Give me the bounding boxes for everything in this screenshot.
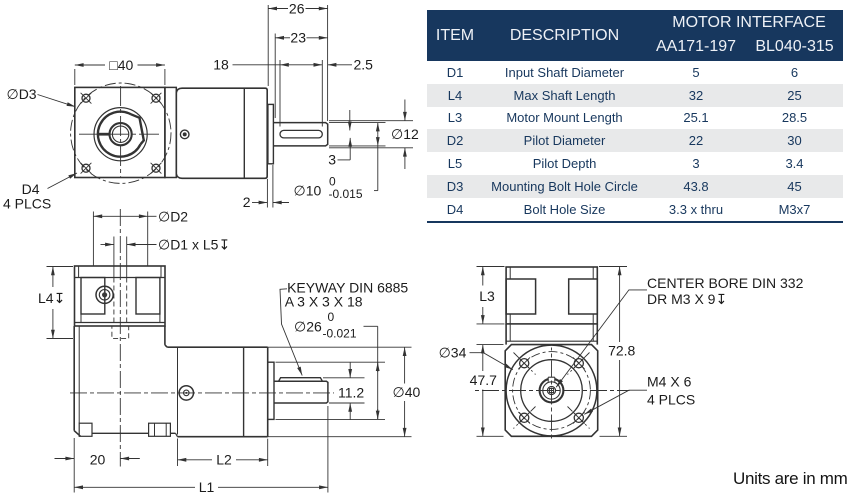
dim-l3: L3 <box>479 288 495 304</box>
cell-a: 5 <box>692 64 700 80</box>
rear-view <box>469 266 647 439</box>
front-view <box>37 63 172 189</box>
cell-description: Bolt Hole Size <box>523 201 606 217</box>
dim-dia12: ∅12 <box>391 126 419 142</box>
front-hub <box>93 106 148 162</box>
dim-2-5: 2.5 <box>354 57 374 73</box>
dim-dia40: ∅40 <box>393 384 421 400</box>
front-bolt-holes <box>80 92 162 174</box>
cell-a: 22 <box>688 133 704 149</box>
table-row: D3 Mounting Bolt Hole Circle 43.8 45 <box>427 174 843 198</box>
dim-dia10: ∅10 <box>294 183 322 199</box>
cell-description: Pilot Diameter <box>523 133 606 149</box>
note-bolts-2: 4 PLCS <box>647 391 695 407</box>
cell-a: 43.8 <box>683 178 709 194</box>
front-dim-square <box>74 63 166 85</box>
table-row: D4 Bolt Hole Size 3.3 x thru M3x7 <box>427 198 843 222</box>
label-d3: ∅D3 <box>7 86 37 102</box>
col-header-group: MOTOR INTERFACE <box>672 14 826 31</box>
cell-a: 3 <box>692 156 700 172</box>
leader-d3 <box>37 94 76 108</box>
cell-b: M3x7 <box>778 201 811 217</box>
dim-dia10-tol-u: 0 <box>329 175 336 189</box>
units-note: Units are in mm <box>733 469 848 488</box>
dim-square-40: □40 <box>109 57 133 73</box>
note-bolts-1: M4 X 6 <box>647 373 692 389</box>
dim-dia10-tol-l: -0.015 <box>329 187 363 201</box>
cell-item: D1 <box>446 64 464 80</box>
dim-20: 20 <box>90 451 106 467</box>
col-header-b: BL040-315 <box>755 38 834 55</box>
dim-3: 3 <box>328 151 336 167</box>
rear-dims <box>469 266 647 437</box>
cell-description: Input Shaft Diameter <box>504 64 625 80</box>
spec-table-header: ITEM DESCRIPTION MOTOR INTERFACE AA171-1… <box>427 10 843 61</box>
cell-item: L3 <box>447 110 463 126</box>
side-view <box>46 209 412 493</box>
dim-dia26-tol-l: -0.021 <box>323 326 357 340</box>
dim-l2: L2 <box>216 452 232 468</box>
cell-b: 45 <box>787 178 802 194</box>
dim-47-7: 47.7 <box>470 372 497 388</box>
dim-26: 26 <box>289 0 305 16</box>
cell-item: L5 <box>447 156 463 172</box>
cell-a: 25.1 <box>683 110 709 126</box>
label-d4: D4 <box>22 181 40 197</box>
cell-description: Pilot Depth <box>532 156 597 172</box>
cell-a: 32 <box>688 87 704 103</box>
cell-b: 6 <box>790 64 799 80</box>
note-bore-2: DR M3 X 9↧ <box>647 291 727 307</box>
dim-d1-l5: ∅D1 x L5↧ <box>158 237 230 253</box>
dim-72-8: 72.8 <box>608 343 635 359</box>
dim-l4: L4↧ <box>38 290 65 306</box>
cell-description: Motor Mount Length <box>506 110 623 126</box>
cell-item: D2 <box>446 133 464 149</box>
table-row: D2 Pilot Diameter 22 30 <box>427 129 843 153</box>
note-keyway-2: A 3 X 3 X 18 <box>285 294 363 310</box>
dim-dia26: ∅26 <box>294 318 322 334</box>
spec-table: ITEM DESCRIPTION MOTOR INTERFACE AA171-1… <box>427 10 843 223</box>
note-bore-1: CENTER BORE DIN 332 <box>647 275 804 291</box>
leader-d4 <box>47 172 78 189</box>
dim-l1: L1 <box>199 479 215 495</box>
dim-dia26-tol-u: 0 <box>328 310 335 324</box>
table-row: L4 Max Shaft Length 32 25 <box>427 83 843 107</box>
cell-b: 28.5 <box>781 110 808 126</box>
dim-dia34: ∅34 <box>439 345 467 361</box>
top-dims <box>232 5 413 208</box>
dim-2: 2 <box>243 194 251 210</box>
cell-description: Max Shaft Length <box>513 87 616 103</box>
dim-d2: ∅D2 <box>158 208 188 224</box>
cell-item: L4 <box>447 87 463 103</box>
cell-b: 30 <box>787 133 802 149</box>
col-header-item: ITEM <box>435 26 475 44</box>
top-view <box>164 5 413 208</box>
cell-description: Mounting Bolt Hole Circle <box>491 178 638 194</box>
spec-table-body: D1 Input Shaft Diameter 5 6 L4 Max Shaft… <box>427 61 843 222</box>
label-d4-plcs: 4 PLCS <box>3 196 51 212</box>
note-keyway-1: KEYWAY DIN 6885 <box>287 279 408 295</box>
table-row: D1 Input Shaft Diameter 5 6 <box>427 61 843 84</box>
cell-item: D3 <box>446 178 464 194</box>
cell-b: 25 <box>787 87 802 103</box>
dim-23: 23 <box>290 30 306 46</box>
col-header-description: DESCRIPTION <box>509 26 620 44</box>
rear-bolt-holes <box>518 357 585 424</box>
side-dims <box>46 211 412 493</box>
cell-a: 3.3 x thru <box>668 201 724 217</box>
table-row: L3 Motor Mount Length 25.1 28.5 <box>427 107 843 130</box>
cell-b: 3.4 <box>785 156 804 172</box>
col-header-a: AA171-197 <box>655 38 737 55</box>
drawing-linework <box>37 5 647 493</box>
dim-11-2: 11.2 <box>338 384 364 400</box>
dim-18: 18 <box>213 57 229 73</box>
drawing-labels: □40 ∅D3 D4 4 PLCS 26 23 18 2.5 ∅12 3 ∅10… <box>3 0 804 495</box>
cell-item: D4 <box>446 201 464 217</box>
table-row: L5 Pilot Depth 3 3.4 <box>427 152 843 175</box>
